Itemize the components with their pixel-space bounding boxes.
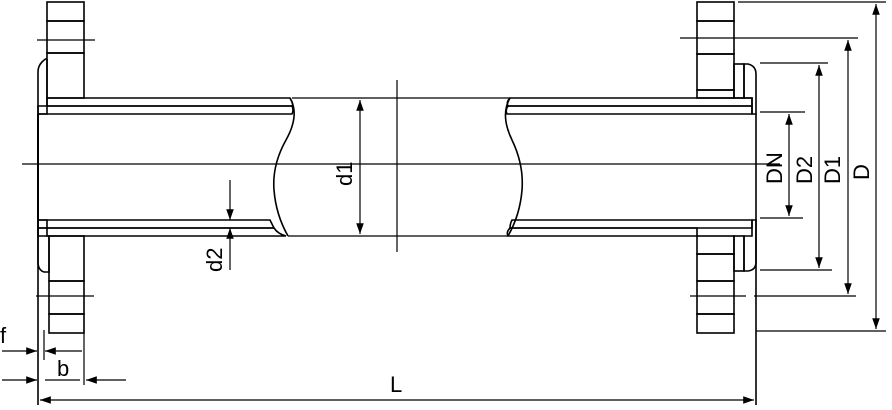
dimension-f: f xyxy=(0,323,82,355)
dimension-d2: d2 xyxy=(202,180,234,272)
label-d2: d2 xyxy=(202,248,227,272)
label-f: f xyxy=(0,323,7,348)
left-flange xyxy=(36,1,95,334)
label-D: D xyxy=(849,164,874,180)
right-lining-flare xyxy=(743,63,757,272)
dimension-d1: d1 xyxy=(332,100,364,234)
dimension-DN: DN xyxy=(760,111,805,219)
right-pipe-segment xyxy=(288,97,753,237)
label-D1: D1 xyxy=(820,156,845,184)
label-d1: d1 xyxy=(332,162,357,186)
left-pipe-segment xyxy=(37,97,295,237)
dimension-D: D xyxy=(738,1,886,332)
dimension-D1: D1 xyxy=(820,39,852,294)
label-L: L xyxy=(390,372,402,397)
label-D2: D2 xyxy=(792,156,817,184)
label-b: b xyxy=(57,356,69,381)
label-DN: DN xyxy=(762,152,787,184)
dimension-D2: D2 xyxy=(760,62,832,271)
left-lining-flare xyxy=(37,58,50,273)
dimension-b: b xyxy=(2,356,126,384)
dimension-L: L xyxy=(40,372,754,404)
